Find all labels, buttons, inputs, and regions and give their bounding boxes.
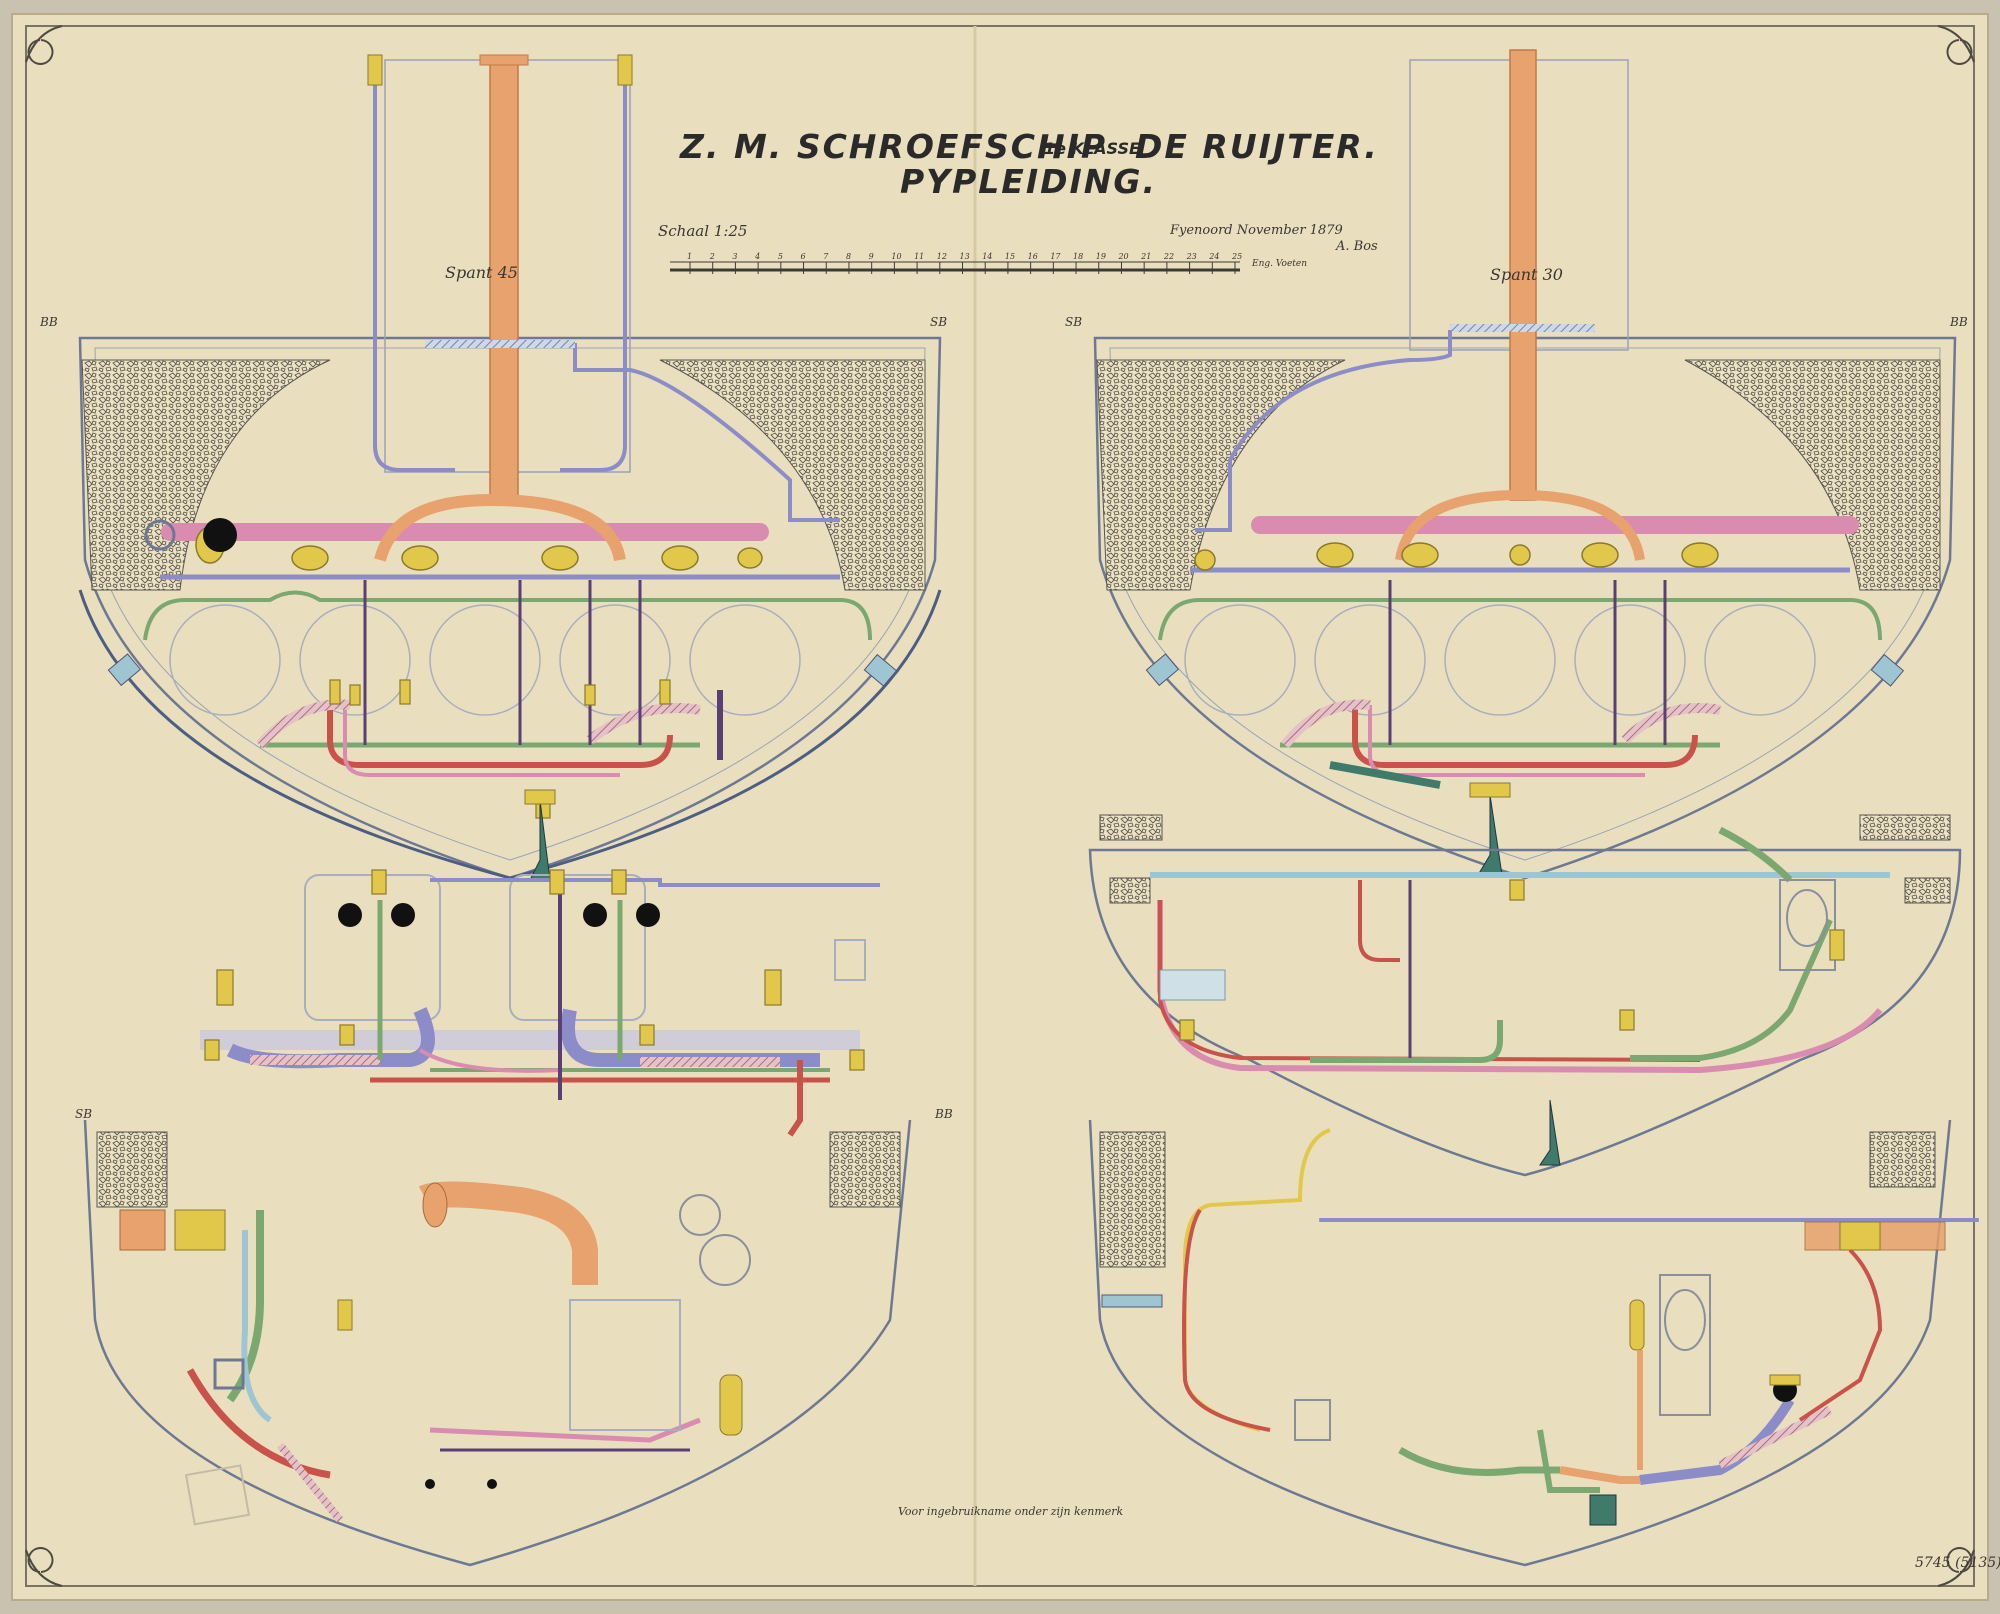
title-class: 1e KLASSE [1044, 139, 1140, 158]
scale-tick-label: 16 [1028, 252, 1038, 261]
paper-background [11, 13, 1989, 1601]
scale-tick-label: 18 [1073, 252, 1083, 261]
scale-tick-label: 6 [801, 252, 806, 261]
scale-tick-label: 13 [960, 252, 970, 261]
side-labels: BB SB SB BB SB BB [39, 315, 1968, 1121]
border-line [25, 25, 1975, 1587]
label-sb-top-right: SB [1065, 315, 1082, 329]
place-date: Fyenoord November 1879 [1169, 223, 1343, 238]
title-pipework: PYPLEIDING. [900, 162, 1157, 201]
label-bb-top-left: BB [39, 315, 58, 329]
bottom-note: Voor ingebruikname onder zijn kenmerk [898, 1505, 1124, 1518]
scale-tick-label: 23 [1186, 252, 1197, 261]
label-bb-top-right: BB [1949, 315, 1968, 329]
archive-stamp: 5745 (5135) [1915, 1555, 2000, 1571]
frame-label-45: Spant 45 [445, 263, 518, 282]
scale-tick-label: 9 [869, 252, 874, 261]
section-frame-45: Spant 45 [78, 54, 942, 881]
section-bottom-right [1088, 1119, 1979, 1567]
corner-ornaments [25, 25, 1975, 1587]
scale-tick-label: 15 [1005, 252, 1015, 261]
scale-tick-label: 10 [891, 252, 901, 261]
scale-tick-label: 3 [732, 252, 737, 261]
title-block: Z. M. SCHROEFSCHIP 1e KLASSE DE RUIJTER.… [658, 127, 1379, 274]
scale-tick-label: 17 [1050, 252, 1061, 261]
scale-units: Eng. Voeten [1251, 259, 1307, 269]
scale-tick-label: 1 [687, 252, 692, 261]
title-ship-ruijter: DE RUIJTER. [1135, 127, 1379, 166]
scale-tick-label: 14 [982, 252, 992, 261]
scale-tick-label: 12 [937, 252, 947, 261]
signature: A. Bos [1335, 239, 1378, 254]
frame-label-30: Spant 30 [1490, 265, 1563, 284]
scale-tick-label: 20 [1117, 252, 1128, 261]
label-bb-bottom-left: BB [934, 1107, 953, 1121]
scale-tick-label: 21 [1140, 252, 1151, 261]
boiler-hatch [203, 518, 237, 552]
section-middle-right [1088, 814, 1962, 1177]
scale-tick-label: 19 [1096, 252, 1106, 261]
label-sb-bottom-left: SB [75, 1107, 92, 1121]
scale-tick-label: 22 [1163, 252, 1174, 261]
section-frame-30: Spant 30 [1093, 49, 1957, 880]
scale-tick-label: 24 [1208, 252, 1219, 261]
scale-tick-label: 25 [1231, 252, 1242, 261]
scale-text: Schaal 1:25 [658, 222, 747, 240]
label-sb-top-left: SB [930, 315, 947, 329]
scale-tick-label: 4 [754, 252, 760, 261]
scale-tick-label: 5 [778, 252, 783, 261]
section-engine-plan [200, 869, 880, 1137]
scale-tick-label: 2 [709, 252, 715, 261]
scale-tick-label: 7 [823, 252, 829, 261]
title-ship-name: Z. M. SCHROEFSCHIP [679, 127, 1107, 166]
scale-tick-label: 11 [914, 252, 924, 261]
scale-tick-label: 8 [846, 252, 851, 261]
section-bottom-left [83, 1119, 912, 1567]
